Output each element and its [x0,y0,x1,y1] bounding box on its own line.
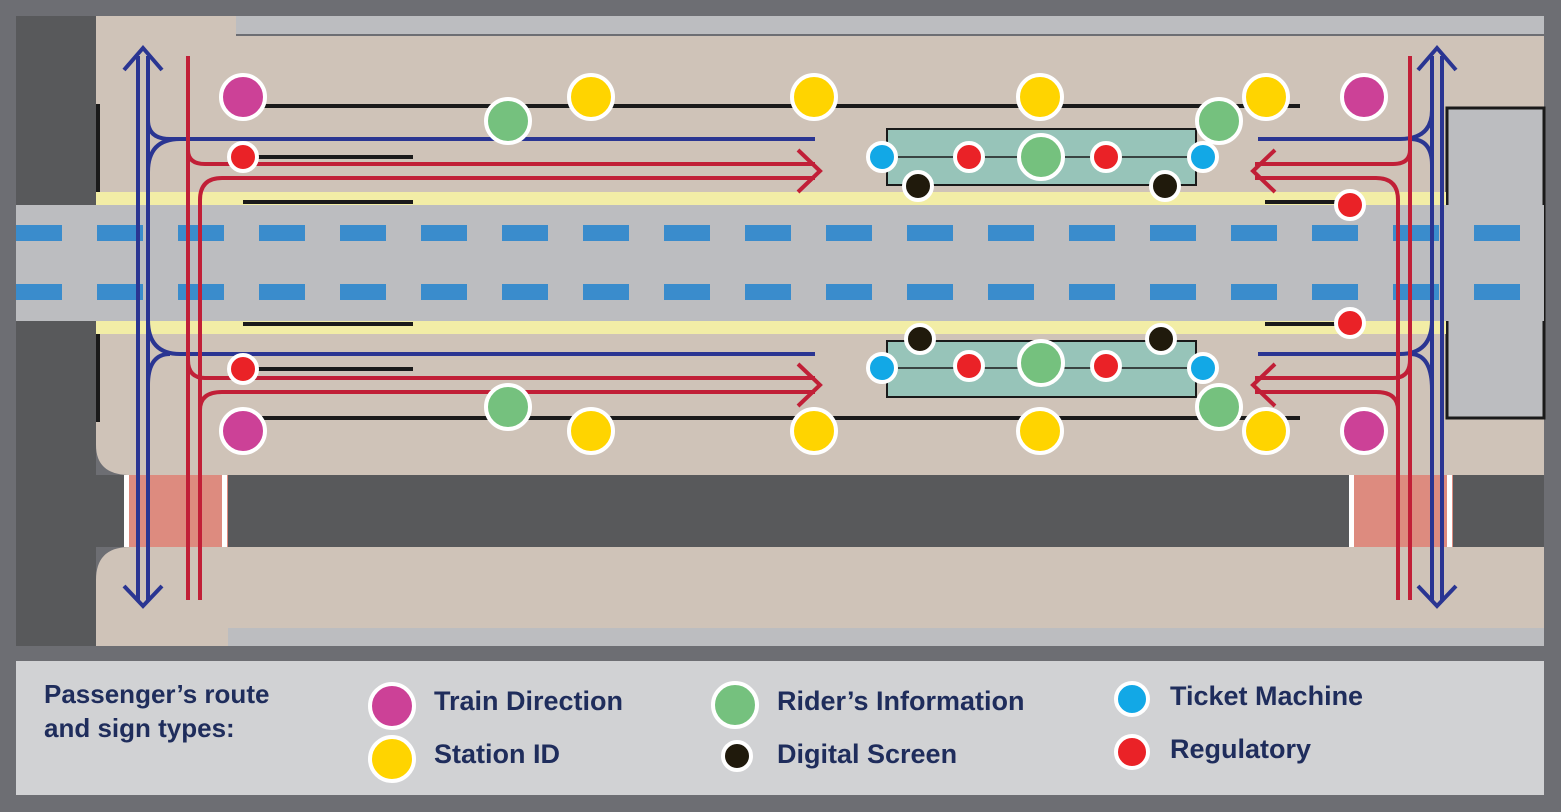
digital-screen-sign [902,170,934,202]
regulatory-sign [227,141,259,173]
route-blue [122,44,1458,609]
digital-screen-sign [1145,323,1177,355]
riders-information-icon [711,681,759,729]
regulatory-sign [1334,307,1366,339]
regulatory-sign [953,350,985,382]
track-dash [988,284,1034,300]
track-dash [1474,225,1520,241]
station-id-sign [567,407,615,455]
route-red [186,56,1412,600]
signs [219,73,1388,455]
digital-screen-sign [904,323,936,355]
track-dash [502,225,548,241]
safety-strip-top [96,192,1446,205]
station-id-sign [790,73,838,121]
regulatory-sign [1334,189,1366,221]
track-dash [16,284,62,300]
track-dash [502,284,548,300]
station-id-icon [368,735,416,783]
track-dash [826,284,872,300]
legend: Passenger’s route and sign types: Train … [16,661,1544,795]
safety-strip-bottom [96,321,1446,334]
track-dash [340,284,386,300]
track-dash [907,284,953,300]
track-dash [664,284,710,300]
track-dash [664,225,710,241]
crosswalk-right [1349,475,1453,547]
regulatory-sign [953,141,985,173]
station-id-sign [567,73,615,121]
track-dash [1312,225,1358,241]
track-dash [1231,284,1277,300]
ticket-machine-sign [866,141,898,173]
train-direction-sign [219,407,267,455]
track-dash [745,284,791,300]
track-dash [1312,284,1358,300]
regulatory-sign [227,353,259,385]
ticket-machine-sign [1187,141,1219,173]
track-dash [745,225,791,241]
station-id-sign [1242,73,1290,121]
riders-information-sign [1195,97,1243,145]
track-dash [583,225,629,241]
riders-information-sign [484,383,532,431]
riders-information-sign [1017,339,1065,387]
train-direction-sign [219,73,267,121]
ticket-machine-sign [1187,352,1219,384]
left-road [16,16,96,646]
track-dash [1150,225,1196,241]
train-direction-sign [1340,73,1388,121]
track-dash [259,284,305,300]
ticket-machine-icon [1114,681,1150,717]
station-id-sign [1016,73,1064,121]
crosswalk-left [124,475,228,547]
train-direction-sign [1340,407,1388,455]
track-dash [1150,284,1196,300]
track-dash [1393,284,1439,300]
track-dash [259,225,305,241]
riders-information-sign [1195,383,1243,431]
track-dash [907,225,953,241]
regulatory-sign [1090,141,1122,173]
track-dash [97,284,143,300]
track-dash [1069,284,1115,300]
track-dash [340,225,386,241]
station-id-sign [1016,407,1064,455]
bottom-sidewalk [96,547,1544,646]
track-dash [421,284,467,300]
track-dash [1393,225,1439,241]
ticket-machine-sign [866,352,898,384]
station-id-sign [1242,407,1290,455]
regulatory-sign [1090,350,1122,382]
track-corridor [16,205,1544,321]
track-dash [1474,284,1520,300]
track-dash [583,284,629,300]
riders-information-sign [1017,133,1065,181]
track-dash [421,225,467,241]
train-direction-icon [368,682,416,730]
road [96,475,1544,547]
station-id-sign [790,407,838,455]
riders-information-sign [484,97,532,145]
digital-screen-icon [721,740,753,772]
legend-title: Passenger’s route and sign types: [44,679,270,743]
platform-edges [96,104,1340,422]
regulatory-icon [1114,734,1150,770]
digital-screen-sign [1149,170,1181,202]
track-dashes [16,225,1520,300]
track-dash [1231,225,1277,241]
track-dash [826,225,872,241]
station-map [16,16,1546,646]
track-dash [16,225,62,241]
track-dash [97,225,143,241]
track-dash [988,225,1034,241]
track-dash [1069,225,1115,241]
